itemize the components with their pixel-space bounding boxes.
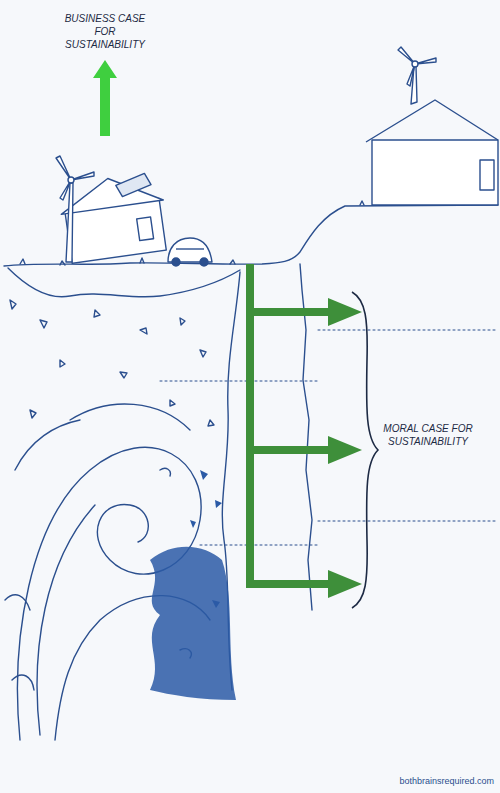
watermark: bothbrainsrequired.com	[399, 776, 494, 788]
caption-label: BUSINESS CASE FOR SUSTAINABILITY	[55, 12, 155, 51]
caption-label: MORAL CASE FOR SUSTAINABILITY	[378, 422, 478, 448]
